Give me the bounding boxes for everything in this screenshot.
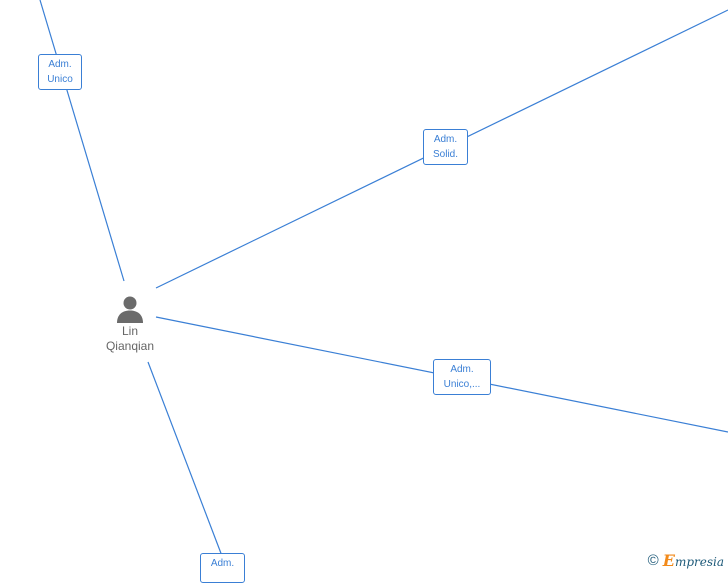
role-line2: Unico,... bbox=[443, 379, 481, 390]
role-box-adm-bottom[interactable]: Adm. bbox=[200, 553, 245, 583]
person-node[interactable]: Lin Qianqian bbox=[98, 294, 162, 354]
role-box-adm-solid[interactable]: Adm. Solid. bbox=[423, 129, 468, 165]
role-line1: Adm. bbox=[433, 134, 458, 145]
person-name-line2: Qianqian bbox=[105, 339, 155, 353]
role-line1: Adm. bbox=[48, 59, 72, 70]
edge-person-to-bottom bbox=[147, 361, 223, 557]
edge-person-to-unico bbox=[39, 0, 125, 282]
role-box-adm-unico-more[interactable]: Adm. Unico,... bbox=[433, 359, 491, 395]
person-name-line1: Lin bbox=[121, 324, 138, 338]
role-line1: Adm. bbox=[210, 558, 235, 569]
brand-name: mpresia bbox=[674, 555, 724, 569]
role-line1: Adm. bbox=[450, 364, 474, 375]
brand-initial: E bbox=[662, 551, 675, 570]
role-box-adm-unico[interactable]: Adm. Unico bbox=[38, 54, 82, 90]
copyright-icon: © bbox=[647, 552, 659, 569]
role-line2: Unico bbox=[47, 74, 73, 85]
brand-logo: Empresia bbox=[663, 551, 724, 570]
brand-footer: © Empresia bbox=[648, 551, 724, 570]
role-line2: Solid. bbox=[432, 149, 458, 160]
person-icon bbox=[117, 296, 143, 323]
